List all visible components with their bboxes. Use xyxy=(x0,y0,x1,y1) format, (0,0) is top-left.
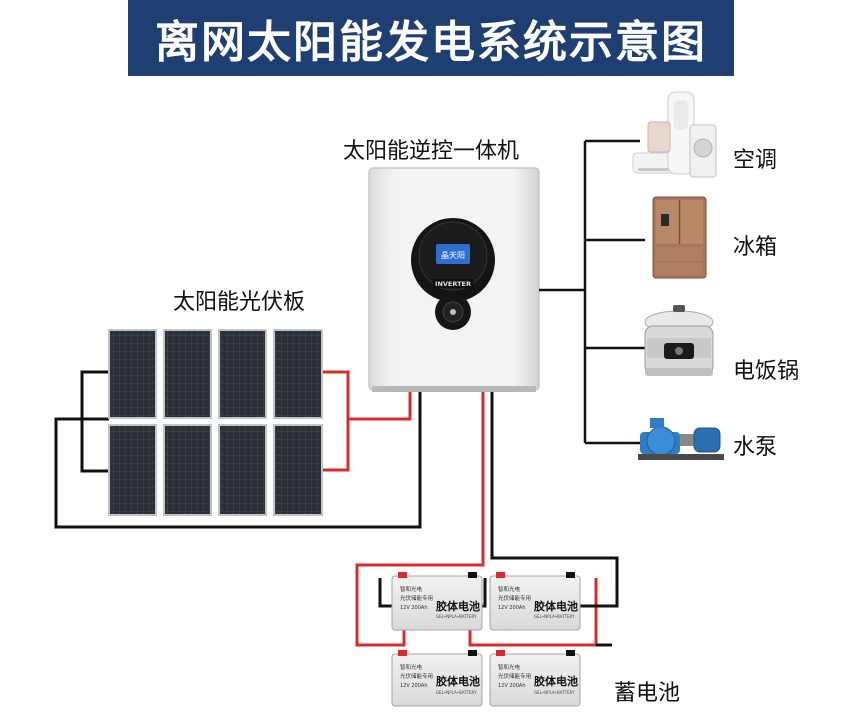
battery-brand: 智和光电 xyxy=(400,585,423,593)
solar-panel xyxy=(273,424,323,516)
solar-panels-label: 太阳能光伏板 xyxy=(173,290,306,315)
solar-panel xyxy=(163,424,212,516)
battery-brand: 智和光电 xyxy=(498,585,521,593)
battery-type: GEL•NPLA•BATTERY xyxy=(534,614,575,619)
battery: 智和光电 光伏储能专用 12V 200Ah 胶体电池 GEL•NPLA•BATT… xyxy=(489,650,581,707)
solar-panel xyxy=(108,329,157,419)
battery-label: 蓄电池 xyxy=(614,681,681,706)
inverter-lcd xyxy=(436,244,470,264)
solar-panel-array xyxy=(108,329,323,516)
battery-name: 胶体电池 xyxy=(436,599,480,613)
battery-sub: 光伏储能专用 xyxy=(400,594,433,602)
inverter-badge: INVERTER xyxy=(435,280,471,288)
panel-wiring xyxy=(54,370,422,529)
battery: 智和光电 光伏储能专用 12V 200Ah 胶体电池 GEL•NPLA•BATT… xyxy=(489,572,581,631)
solar-panel xyxy=(273,329,323,419)
battery-sub: 光伏储能专用 xyxy=(498,672,531,680)
load-label-ac: 空调 xyxy=(733,148,778,173)
inverter-unit: 晶天阳 INVERTER xyxy=(368,167,540,392)
refrigerator-icon xyxy=(652,196,707,279)
battery-sub: 光伏储能专用 xyxy=(498,594,531,602)
load-label-rice-cooker: 电饭锅 xyxy=(733,359,800,384)
battery-spec: 12V 200Ah xyxy=(400,683,428,689)
inverter-label: 太阳能逆控一体机 xyxy=(343,139,520,164)
water-pump-icon xyxy=(638,418,724,460)
inverter-lcd-text: 晶天阳 xyxy=(441,251,465,260)
battery-name: 胶体电池 xyxy=(534,674,578,688)
battery-spec: 12V 200Ah xyxy=(400,605,428,611)
load-label-fridge: 冰箱 xyxy=(733,235,778,260)
battery-brand: 智和光电 xyxy=(400,663,423,671)
battery: 智和光电 光伏储能专用 12V 200Ah 胶体电池 GEL•NPLA•BATT… xyxy=(391,572,483,631)
rice-cooker-icon xyxy=(644,305,714,376)
battery-brand: 智和光电 xyxy=(498,663,521,671)
solar-panel xyxy=(218,329,267,419)
battery-type: GEL•NPLA•BATTERY xyxy=(534,690,575,695)
battery-name: 胶体电池 xyxy=(436,674,480,688)
solar-panel xyxy=(163,329,212,419)
battery-spec: 12V 200Ah xyxy=(498,605,526,611)
diagram-title: 离网太阳能发电系统示意图 xyxy=(155,17,707,68)
title-banner: 离网太阳能发电系统示意图 xyxy=(128,0,734,76)
solar-panel xyxy=(108,424,157,516)
battery-bank: 智和光电 光伏储能专用 12V 200Ah 胶体电池 GEL•NPLA•BATT… xyxy=(391,572,581,707)
battery-type: GEL•NPLA•BATTERY xyxy=(436,690,477,695)
battery-spec: 12V 200Ah xyxy=(498,683,526,689)
battery-sub: 光伏储能专用 xyxy=(400,672,433,680)
battery: 智和光电 光伏储能专用 12V 200Ah 胶体电池 GEL•NPLA•BATT… xyxy=(391,650,483,707)
battery-name: 胶体电池 xyxy=(534,599,578,613)
load-bus xyxy=(539,139,645,445)
solar-panel xyxy=(218,424,267,516)
battery-type: GEL•NPLA•BATTERY xyxy=(436,614,477,619)
load-label-pump: 水泵 xyxy=(733,435,778,460)
air-conditioner-icon xyxy=(632,91,717,178)
